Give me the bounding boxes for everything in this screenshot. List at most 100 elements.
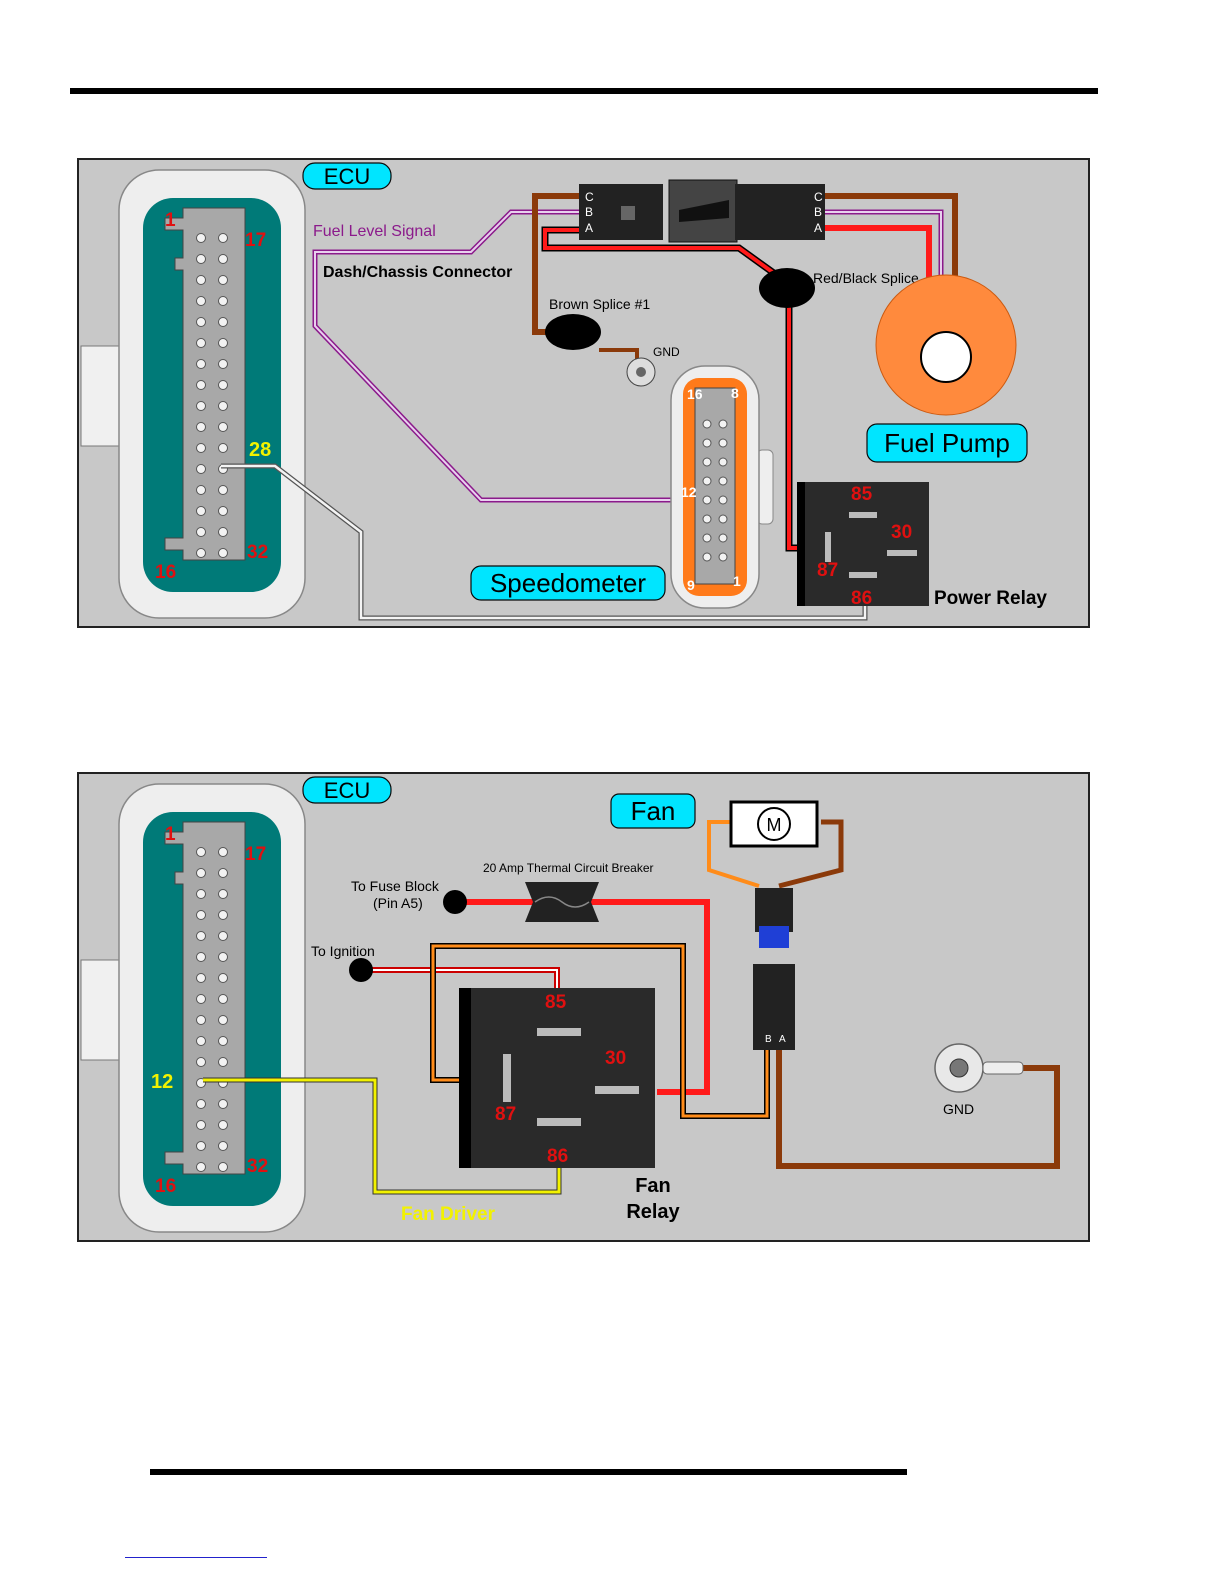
ecu2-pin-16-label: 16 <box>155 1176 176 1197</box>
conn-left-pin-a: A <box>585 221 593 235</box>
pin-hole <box>197 1100 206 1109</box>
pin-hole <box>219 549 228 558</box>
fan-conn-pin-a: A <box>779 1034 786 1045</box>
connector-right-half <box>735 184 825 240</box>
fuel-pump-label: Fuel Pump <box>884 428 1010 458</box>
pin-hole <box>197 848 206 857</box>
fuel-pump-center <box>921 332 971 382</box>
pin-hole <box>219 276 228 285</box>
gnd2-lug <box>983 1062 1023 1074</box>
pin-hole <box>197 953 206 962</box>
power-relay-edge <box>797 482 805 606</box>
fuel-pump-wiring-diagram: 1 17 28 16 32 ECU C B A C B A Fuel Level… <box>77 158 1090 628</box>
conn-right-pin-a: A <box>814 221 822 235</box>
pin-hole <box>197 1163 206 1172</box>
ecu-pin-28-label: 28 <box>249 439 271 461</box>
pin-hole <box>219 953 228 962</box>
fan-relay-edge <box>459 988 471 1168</box>
to-fuse-block-pin-label: (Pin A5) <box>373 895 423 911</box>
pin-hole <box>719 477 727 485</box>
fuse-block-terminal <box>443 890 467 914</box>
pin-hole <box>197 318 206 327</box>
pin-hole <box>219 234 228 243</box>
pin-hole <box>197 911 206 920</box>
pin-hole <box>219 1058 228 1067</box>
pin-hole <box>219 528 228 537</box>
ecu2-mount-tab <box>81 960 121 1060</box>
pin-hole <box>197 402 206 411</box>
relay2-terminal-30 <box>595 1086 639 1094</box>
speedo-pin-8-label: 8 <box>731 385 739 401</box>
relay1-terminal-86 <box>849 572 877 578</box>
pin-hole <box>219 869 228 878</box>
fan-driver-label: Fan Driver <box>401 1204 496 1225</box>
pin-hole <box>197 1058 206 1067</box>
pin-hole <box>197 507 206 516</box>
pin-hole <box>219 1142 228 1151</box>
pin-hole <box>219 402 228 411</box>
pin-hole <box>197 890 206 899</box>
pin-hole <box>219 339 228 348</box>
pin-hole <box>197 444 206 453</box>
pin-hole <box>219 444 228 453</box>
footer-link-underline[interactable] <box>125 1557 267 1558</box>
ecu2-label: ECU <box>324 778 370 803</box>
pin-hole <box>197 360 206 369</box>
pin-hole <box>703 515 711 523</box>
pin-hole <box>197 423 206 432</box>
pin-hole <box>219 1100 228 1109</box>
relay2-terminal-86 <box>537 1118 581 1126</box>
pin-hole <box>719 553 727 561</box>
pin-hole <box>719 420 727 428</box>
pin-hole <box>219 890 228 899</box>
pin-hole <box>703 496 711 504</box>
pin-hole <box>719 534 727 542</box>
pin-hole <box>197 1121 206 1130</box>
pin-hole <box>197 465 206 474</box>
relay2-pin-87-label: 87 <box>495 1104 516 1125</box>
pin-hole <box>219 486 228 495</box>
pin-hole <box>719 496 727 504</box>
relay1-terminal-85 <box>849 512 877 518</box>
ecu-pin-32-label: 32 <box>247 542 268 563</box>
fan-relay-body <box>459 988 655 1168</box>
relay1-terminal-87 <box>825 532 831 562</box>
gnd-bolt <box>636 367 646 377</box>
power-relay-label: Power Relay <box>934 588 1047 609</box>
pin-hole <box>219 1121 228 1130</box>
relay2-pin-85-label: 85 <box>545 992 567 1013</box>
relay2-pin-30-label: 30 <box>605 1048 626 1069</box>
pin-hole <box>197 255 206 264</box>
fuel-level-signal-label: Fuel Level Signal <box>313 223 436 240</box>
pin-hole <box>703 534 711 542</box>
breaker-label: 20 Amp Thermal Circuit Breaker <box>483 861 654 875</box>
ecu2-pin-32-label: 32 <box>247 1156 268 1177</box>
ecu-label: ECU <box>324 164 370 189</box>
pin-hole <box>219 911 228 920</box>
to-ignition-label: To Ignition <box>311 943 375 959</box>
pin-hole <box>197 1037 206 1046</box>
pin-hole <box>197 1016 206 1025</box>
brown-splice-label: Brown Splice #1 <box>549 296 650 312</box>
pin-hole <box>197 381 206 390</box>
pin-hole <box>197 869 206 878</box>
red-black-splice <box>759 268 815 308</box>
fan-wiring-svg: 1 17 12 16 32 ECU Fan Driver To Ignition… <box>79 774 1088 1240</box>
relay1-pin-30-label: 30 <box>891 522 912 543</box>
pin-hole <box>219 932 228 941</box>
gnd-label: GND <box>653 345 680 359</box>
speedo-pin-1-label: 1 <box>733 573 741 589</box>
pin-hole <box>219 297 228 306</box>
fan-connector-top <box>755 888 793 932</box>
bottom-rule <box>150 1469 907 1475</box>
relay1-pin-86-label: 86 <box>851 588 872 609</box>
ecu2-pin-12-label: 12 <box>151 1071 173 1093</box>
pin-hole <box>197 974 206 983</box>
pin-hole <box>219 255 228 264</box>
conn-left-pin-c: C <box>585 190 594 204</box>
pin-hole <box>219 1016 228 1025</box>
to-fuse-block-label: To Fuse Block <box>351 878 440 894</box>
pin-hole <box>703 477 711 485</box>
fan-wiring-diagram: 1 17 12 16 32 ECU Fan Driver To Ignition… <box>77 772 1090 1242</box>
pin-hole <box>219 360 228 369</box>
